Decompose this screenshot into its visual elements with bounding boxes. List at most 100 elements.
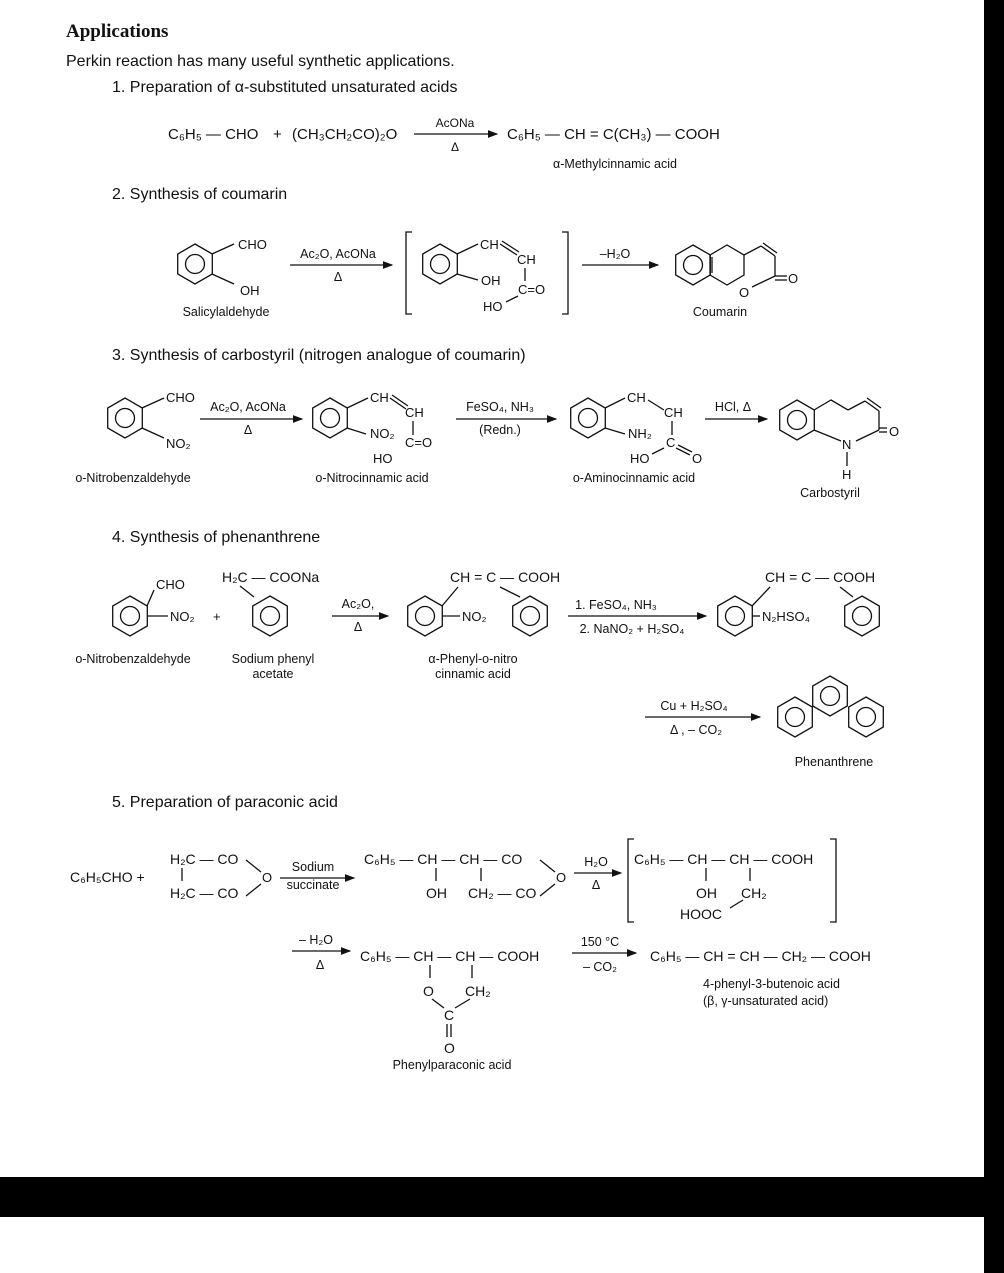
s5-anh-bottom: H₂C — CO	[170, 885, 239, 901]
s5-i1-bottom: CH₂ — CO	[468, 885, 537, 901]
s2-cond2-top: –H₂O	[600, 247, 631, 261]
s4-cond1-top: Ac₂O,	[342, 597, 375, 611]
s3-c-name: o-Aminocinnamic acid	[573, 471, 695, 485]
s3-cond2-top: FeSO₄, NH₃	[466, 400, 534, 414]
left-bracket	[405, 231, 412, 315]
s1-condition-top: AcONa	[436, 116, 475, 130]
s2-int-co: C=O	[518, 282, 545, 297]
s3-b-ch2: CH	[405, 405, 424, 420]
s3-d-n: N	[842, 437, 851, 452]
s4-b-top: H₂C — COONa	[222, 569, 319, 585]
intro-text: Perkin reaction has many useful syntheti…	[66, 53, 455, 70]
s1-product-name: α-Methylcinnamic acid	[553, 157, 677, 171]
s3-a-cho: CHO	[166, 390, 195, 405]
section-2-title: 2. Synthesis of coumarin	[112, 186, 287, 203]
s5-i2-oh: OH	[696, 885, 717, 901]
right-bracket	[562, 231, 569, 315]
s4-c-no2: NO₂	[462, 609, 487, 624]
s3-cond3-top: HCl, Δ	[715, 400, 751, 414]
s3-c-ch2: CH	[664, 405, 683, 420]
s3-b-ch1: CH	[370, 390, 389, 405]
s3-d-name: Carbostyril	[800, 486, 860, 500]
s2-cho-label: CHO	[238, 237, 267, 252]
s4-cond3-top: Cu + H₂SO₄	[660, 699, 727, 713]
s5-i1-o: O	[556, 870, 566, 885]
s3-d-h: H	[842, 467, 851, 482]
s4-d-top: CH = C — COOH	[765, 569, 875, 585]
benzene-ring	[177, 243, 213, 285]
benzene-ring	[844, 595, 880, 637]
s4-c-name1: α-Phenyl-o-nitro	[428, 652, 517, 666]
s5-i1-top: C₆H₅ — CH — CH — CO	[364, 851, 522, 867]
s5-cond4-top: 150 °C	[581, 935, 619, 949]
benzene-ring	[675, 244, 711, 286]
s3-c-ho: HO	[630, 451, 650, 466]
section-3: 3. Synthesis of carbostyril (nitrogen an…	[75, 347, 899, 500]
s3-c-c: C	[666, 435, 675, 450]
right-bracket	[830, 838, 837, 923]
s5-reactant: C₆H₅CHO +	[70, 869, 145, 885]
s3-c-o: O	[692, 451, 702, 466]
s5-f-name1: 4-phenyl-3-butenoic acid	[703, 977, 840, 991]
s1-product: C₆H₅ — CH = C(CH₃) — COOH	[507, 126, 720, 143]
pyranone-ring	[709, 244, 745, 286]
benzene-ring	[848, 696, 884, 738]
s5-p-o2: O	[444, 1040, 455, 1056]
s3-c-nh2: NH₂	[628, 426, 652, 441]
s4-a-no2: NO₂	[170, 609, 195, 624]
s5-i2-ch2: CH₂	[741, 885, 767, 901]
section-heading: Applications	[66, 21, 168, 42]
s5-cond1-bottom: succinate	[287, 878, 340, 892]
s2-int-oh: OH	[481, 273, 501, 288]
s5-cond3-top: – H₂O	[299, 933, 333, 947]
s1-condition-bottom: Δ	[451, 140, 459, 154]
s3-d-o: O	[889, 424, 899, 439]
s2-cond1-top: Ac₂O, AcONa	[300, 247, 376, 261]
left-bracket	[627, 838, 634, 923]
s2-oh-label: OH	[240, 283, 260, 298]
s2-coumarin-name: Coumarin	[693, 305, 747, 319]
bottom-margin	[0, 1217, 984, 1273]
s2-carbonyl-o: O	[788, 271, 798, 286]
s5-cond2-top: H₂O	[584, 855, 608, 869]
benzene-ring	[777, 696, 813, 738]
s2-int-ch1: CH	[480, 237, 499, 252]
s3-a-name: o-Nitrobenzaldehyde	[75, 471, 190, 485]
s4-a-cho: CHO	[156, 577, 185, 592]
section-3-title: 3. Synthesis of carbostyril (nitrogen an…	[112, 347, 526, 364]
document-page	[0, 0, 984, 1177]
s4-plus: +	[213, 609, 221, 624]
s5-i2-hooc: HOOC	[680, 906, 722, 922]
s5-p-o: O	[423, 983, 434, 999]
section-1: 1. Preparation of α-substituted unsatura…	[112, 79, 720, 171]
benzene-ring	[107, 397, 143, 439]
s5-i2-top: C₆H₅ — CH — CH — COOH	[634, 851, 813, 867]
section-4: 4. Synthesis of phenanthrene CHO NO₂ + o…	[75, 529, 884, 769]
s5-i1-oh: OH	[426, 885, 447, 901]
s4-c-name2: cinnamic acid	[435, 667, 511, 681]
s3-cond1-bottom: Δ	[244, 423, 252, 437]
s5-anh-o: O	[262, 870, 272, 885]
s5-cond2-bottom: Δ	[592, 878, 600, 892]
benzene-ring	[717, 595, 753, 637]
benzene-ring	[779, 399, 815, 441]
s5-p-c: C	[444, 1007, 454, 1023]
benzene-ring	[312, 397, 348, 439]
s5-p-top: C₆H₅ — CH — CH — COOH	[360, 948, 539, 964]
s4-cond2-top: 1. FeSO₄, NH₃	[575, 598, 657, 612]
s3-b-co: C=O	[405, 435, 432, 450]
s2-ring-o: O	[739, 285, 749, 300]
s2-cond1-bottom: Δ	[334, 270, 342, 284]
s3-b-name: o-Nitrocinnamic acid	[315, 471, 428, 485]
section-5: 5. Preparation of paraconic acid C₆H₅CHO…	[70, 794, 871, 1072]
s5-f-formula: C₆H₅ — CH = CH — CH₂ — COOH	[650, 948, 871, 964]
s3-c-ch1: CH	[627, 390, 646, 405]
s4-cond1-bottom: Δ	[354, 620, 362, 634]
s5-f-name2: (β, γ-unsaturated acid)	[703, 994, 828, 1008]
benzene-ring	[512, 595, 548, 637]
s4-cond2-bottom: 2. NaNO₂ + H₂SO₄	[580, 622, 685, 636]
s5-cond1-top: Sodium	[292, 860, 334, 874]
s4-b-name2: acetate	[252, 667, 293, 681]
